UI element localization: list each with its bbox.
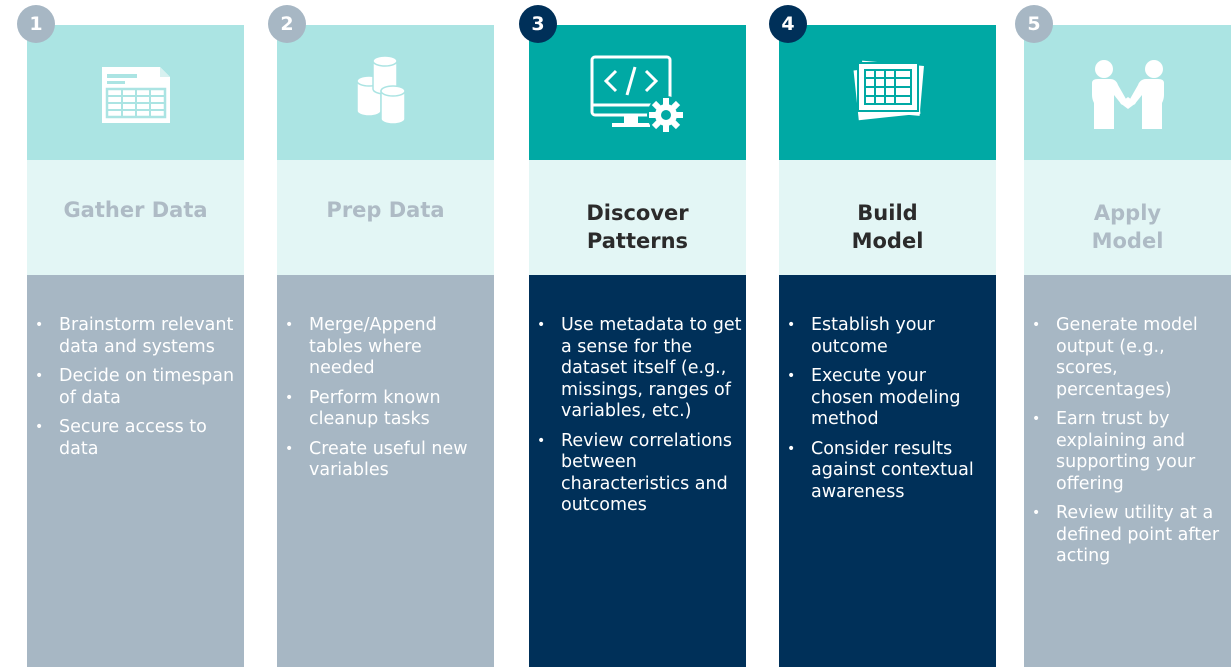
step-5-title: Apply Model [1091, 201, 1164, 253]
code-monitor-gear-icon [590, 55, 685, 134]
step-2-body: Merge/Append tables where needed Perform… [277, 275, 494, 667]
step-column-2: Prep Data Merge/Append tables where need… [277, 25, 494, 667]
step-3-number-badge: 3 [519, 5, 557, 43]
step-4-bullet-1: Establish your outcome [787, 315, 992, 358]
step-5-bullets: Generate model output (e.g., scores, per… [1032, 315, 1227, 576]
step-4-bullet-3: Consider results against contextual awar… [787, 439, 992, 504]
step-1-title-band: Gather Data [27, 160, 244, 275]
step-2-icon-panel [277, 25, 494, 160]
step-5-bullet-2: Earn trust by explaining and supporting … [1032, 409, 1227, 495]
step-2-title: Prep Data [326, 198, 445, 222]
step-4-title-band: Build Model [779, 160, 996, 275]
step-1-number-badge: 1 [17, 5, 55, 43]
step-4-bullets: Establish your outcome Execute your chos… [787, 315, 992, 511]
grid-document-icon [853, 60, 924, 121]
step-2-bullet-2: Perform known cleanup tasks [285, 388, 490, 431]
step-1-body: Brainstorm relevant data and systems Dec… [27, 275, 244, 667]
step-3-bullet-2: Review correlations between characterist… [537, 431, 742, 517]
step-2-bullet-3: Create useful new variables [285, 439, 490, 482]
step-5-title-band: Apply Model [1024, 160, 1231, 275]
step-3-title-band: Discover Patterns [529, 160, 746, 275]
step-4-bullet-2: Execute your chosen modeling method [787, 366, 992, 431]
step-1-icon-panel [27, 25, 244, 160]
step-5-number-badge: 5 [1015, 5, 1053, 43]
step-column-1: Gather Data Brainstorm relevant data and… [27, 25, 244, 667]
step-4-number-badge: 4 [769, 5, 807, 43]
step-2-bullet-1: Merge/Append tables where needed [285, 315, 490, 380]
spreadsheet-icon [101, 67, 170, 123]
step-3-bullet-1: Use metadata to get a sense for the data… [537, 315, 742, 423]
step-4-body: Establish your outcome Execute your chos… [779, 275, 996, 667]
step-5-bullet-1: Generate model output (e.g., scores, per… [1032, 315, 1227, 401]
step-3-body: Use metadata to get a sense for the data… [529, 275, 746, 667]
step-2-number-badge: 2 [268, 5, 306, 43]
step-column-3: Discover Patterns Use metadata to get a … [529, 25, 746, 667]
step-1-bullet-3: Secure access to data [35, 417, 240, 460]
step-1-bullets: Brainstorm relevant data and systems Dec… [35, 315, 240, 468]
step-5-bullet-3: Review utility at a defined point after … [1032, 503, 1227, 568]
step-1-bullet-1: Brainstorm relevant data and systems [35, 315, 240, 358]
step-4-title: Build Model [851, 201, 924, 253]
step-column-4: Build Model Establish your outcome Execu… [779, 25, 996, 667]
step-3-title: Discover Patterns [586, 201, 689, 253]
step-1-title: Gather Data [63, 198, 208, 222]
step-3-bullets: Use metadata to get a sense for the data… [537, 315, 742, 525]
step-5-icon-panel [1024, 25, 1231, 160]
step-1-bullet-2: Decide on timespan of data [35, 366, 240, 409]
database-cylinders-icon [355, 55, 406, 125]
step-3-icon-panel [529, 25, 746, 160]
step-4-icon-panel [779, 25, 996, 160]
handshake-icon [1091, 60, 1164, 129]
step-5-body: Generate model output (e.g., scores, per… [1024, 275, 1231, 667]
step-2-bullets: Merge/Append tables where needed Perform… [285, 315, 490, 490]
step-2-title-band: Prep Data [277, 160, 494, 275]
step-column-5: Apply Model Generate model output (e.g.,… [1024, 25, 1231, 667]
